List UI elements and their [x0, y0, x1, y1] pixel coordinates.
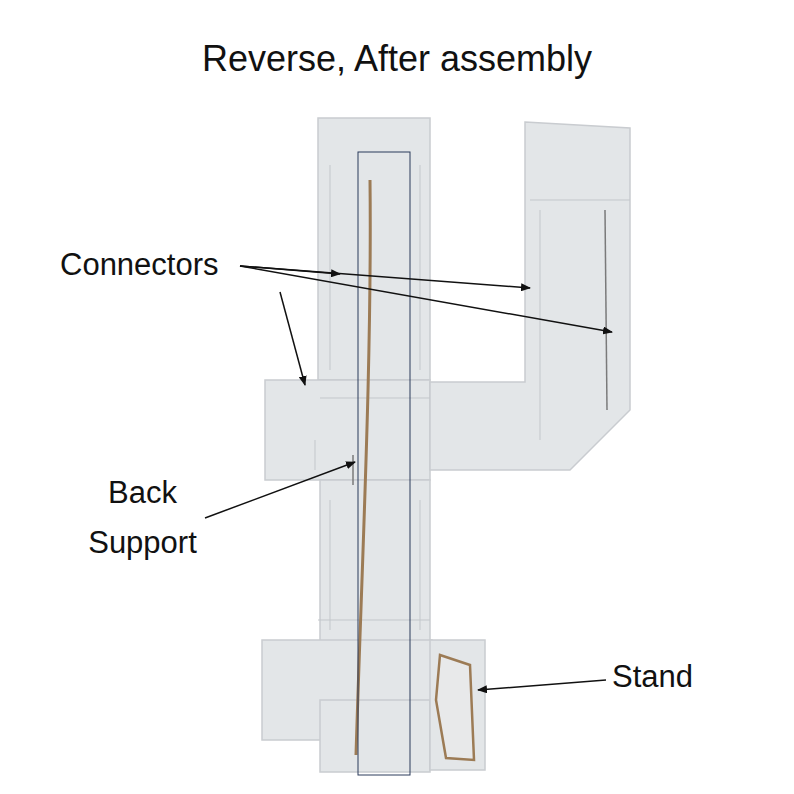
leader-lines [205, 266, 612, 690]
stand-piece [436, 655, 474, 760]
callout-label: Stand [612, 652, 732, 702]
connector-slot [352, 455, 354, 485]
connector-slot [605, 210, 607, 410]
callout-label: Connectors [60, 240, 240, 290]
highlight-box [358, 152, 410, 775]
figure-title: Reverse, After assembly [0, 38, 794, 80]
callout-label: Back Support [80, 468, 205, 567]
cardboard-part [262, 118, 630, 772]
